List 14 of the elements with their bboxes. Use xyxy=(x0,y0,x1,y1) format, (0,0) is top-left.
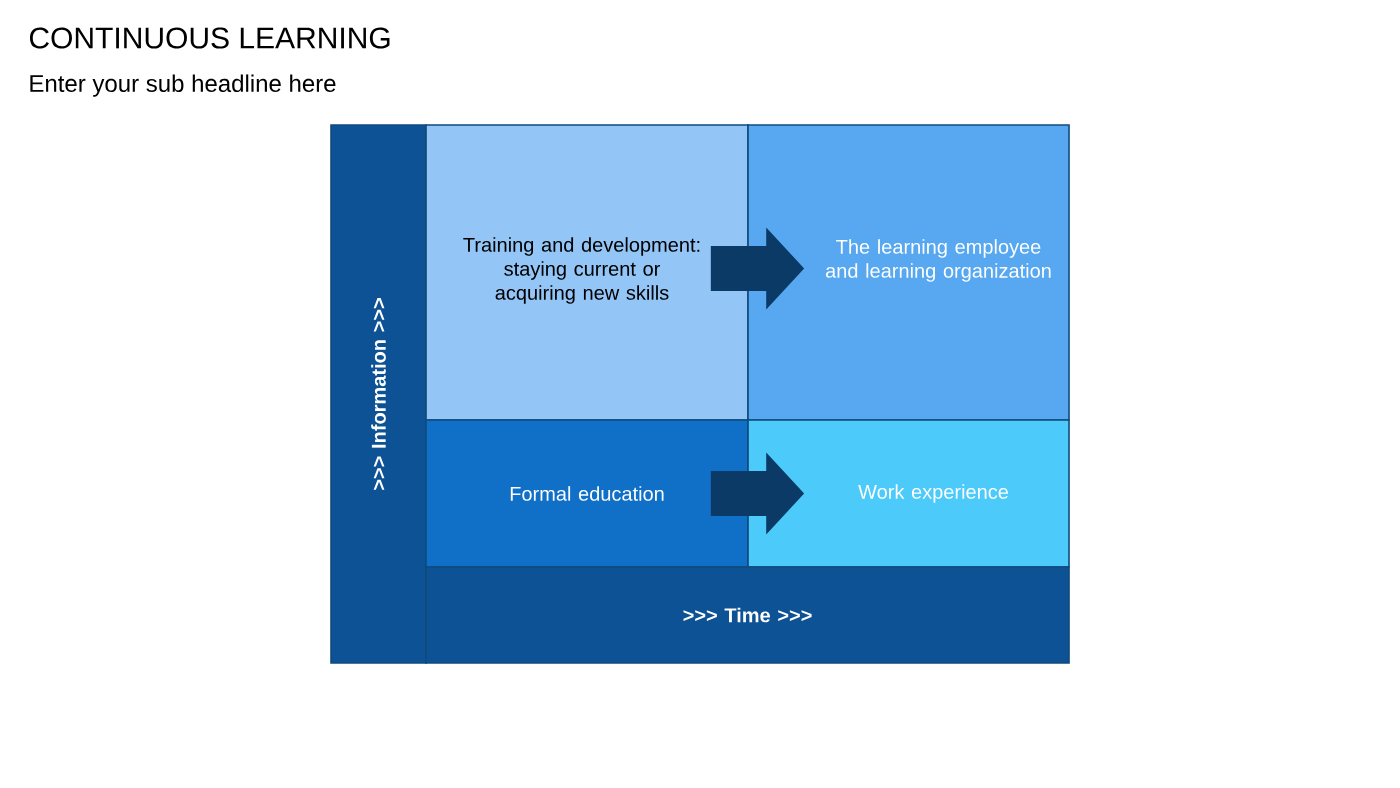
quadrant-box xyxy=(425,419,749,568)
box-text: The learning employee and learning organization xyxy=(825,239,1051,282)
box-text: >>> Information >>> xyxy=(371,298,386,490)
box-text: Work experience xyxy=(858,484,1008,503)
quadrant-box xyxy=(747,419,1070,568)
quadrant-box xyxy=(425,124,749,421)
title: CONTINUOUS LEARNING xyxy=(29,27,390,49)
box-text: >>> Time >>> xyxy=(683,607,812,623)
bottom-band xyxy=(425,566,1070,664)
subtitle: Enter your sub headline here xyxy=(30,74,336,97)
quadrant-box xyxy=(747,124,1070,421)
box-text: Formal education xyxy=(510,486,664,501)
box-text: Training and development: staying current or acquiring new skills xyxy=(463,237,700,304)
side-band xyxy=(330,124,427,664)
